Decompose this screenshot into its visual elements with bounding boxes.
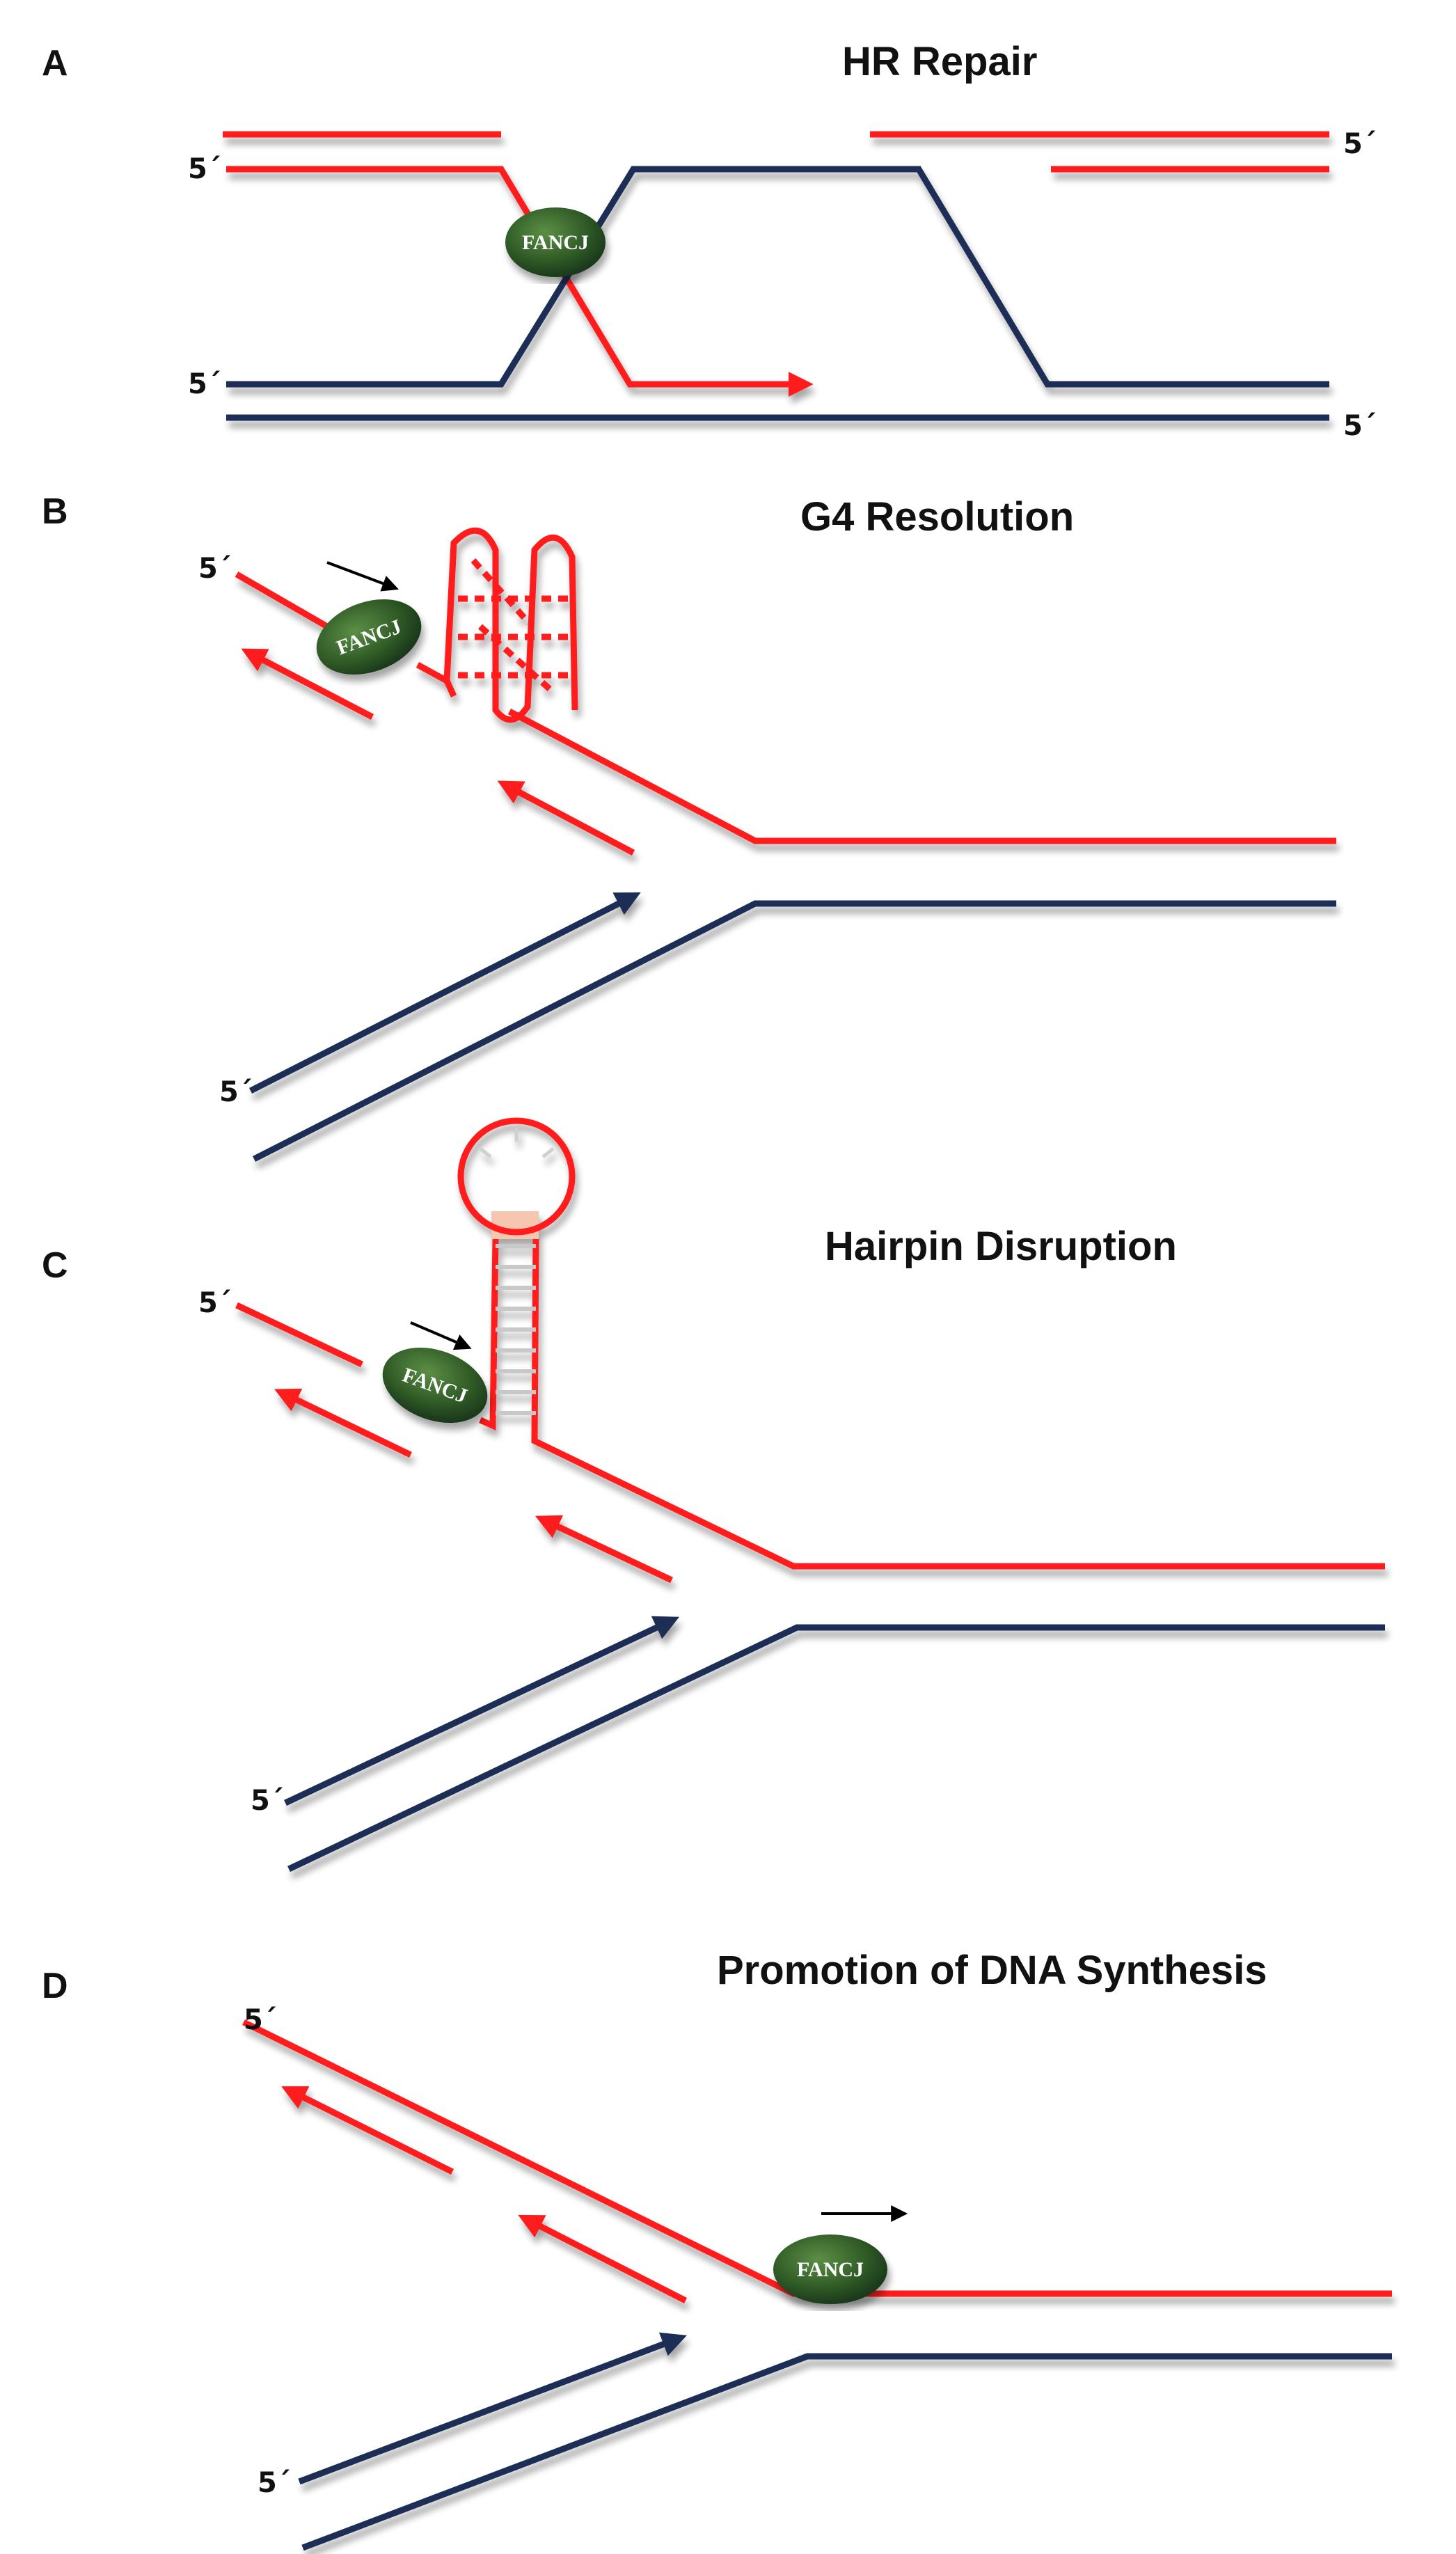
panel-b-strands (235, 527, 1336, 1162)
g-quadruplex-icon (443, 527, 578, 723)
hairpin-icon (457, 1117, 576, 1415)
panel-c-red-fragment-2 (535, 1515, 673, 1584)
fancj-protein-icon (505, 207, 606, 277)
panel-b-title: G4 Resolution (800, 494, 1074, 539)
panel-b-letter: B (42, 491, 68, 532)
fancj-protein-icon (773, 2234, 887, 2304)
panel-a-letter: A (42, 43, 68, 84)
panel-a-fancj-label: FANCJ (522, 231, 589, 254)
panel-a-title: HR Repair (842, 39, 1037, 84)
panel-d-five-prime-1: 5´ (244, 2004, 277, 2036)
panel-c-navy-nascent (284, 1616, 680, 1806)
panel-c-red-fragment-1 (274, 1388, 412, 1458)
panel-c-red-parental (235, 1237, 1385, 1570)
panel-d-five-prime-2: 5´ (258, 2467, 291, 2499)
panel-d-red-fragment-2 (518, 2214, 688, 2304)
panel-c-fancj: FANCJ (382, 1347, 488, 1424)
panel-a-red-invading (226, 166, 814, 397)
fancj-protein-icon (382, 1347, 488, 1424)
panel-c-motion-arrow (410, 1321, 472, 1350)
panel-b: B G4 Resolution 5´ 5´ FANCJ (42, 491, 1336, 1162)
panel-b-fancj: FANCJ (316, 599, 422, 675)
panel-b-navy-template (252, 900, 1336, 1162)
panel-c-letter: C (42, 1245, 68, 1286)
fancj-protein-icon (316, 599, 422, 675)
panel-b-red-fragment-1 (241, 648, 374, 720)
panel-b-motion-arrow (326, 561, 399, 592)
panel-b-navy-nascent (248, 892, 641, 1094)
panel-d-navy-nascent (298, 2332, 687, 2485)
panel-d-red-fragment-1 (281, 2086, 454, 2175)
panel-b-red-fragment-2 (497, 780, 635, 856)
panel-d-navy-template (301, 2353, 1392, 2551)
panel-c-strands (235, 1117, 1385, 1873)
panel-c-navy-template (287, 1624, 1385, 1873)
panel-a-fancj: FANCJ (505, 207, 606, 277)
panel-b-five-prime-2: 5´ (219, 1076, 253, 1108)
panel-d-title: Promotion of DNA Synthesis (717, 1948, 1267, 1993)
panel-a-five-prime-3: 5´ (188, 368, 221, 400)
panel-a-five-prime-2: 5´ (1343, 128, 1377, 160)
panel-a-five-prime-1: 5´ (188, 153, 221, 185)
panel-d-fancj: FANCJ (773, 2234, 887, 2304)
panel-d-letter: D (42, 1966, 68, 2006)
panel-c-title: Hairpin Disruption (825, 1224, 1177, 1269)
panel-d: D Promotion of DNA Synthesis 5´ 5´ FANCJ (42, 1948, 1392, 2551)
panel-a-navy-loop (226, 166, 1329, 388)
panel-a: A HR Repair 5´ 5´ 5´ 5´ FANCJ (42, 39, 1377, 442)
panel-a-strands (223, 131, 1329, 421)
panel-d-fancj-label: FANCJ (797, 2258, 864, 2281)
panel-c-five-prime-1: 5´ (198, 1287, 232, 1319)
panel-b-five-prime-1: 5´ (198, 553, 232, 585)
panel-c: C Hairpin Disruption 5´ 5´ FANCJ (42, 1117, 1385, 1873)
panel-c-five-prime-2: 5´ (251, 1785, 284, 1817)
panel-a-five-prime-4: 5´ (1343, 410, 1377, 442)
